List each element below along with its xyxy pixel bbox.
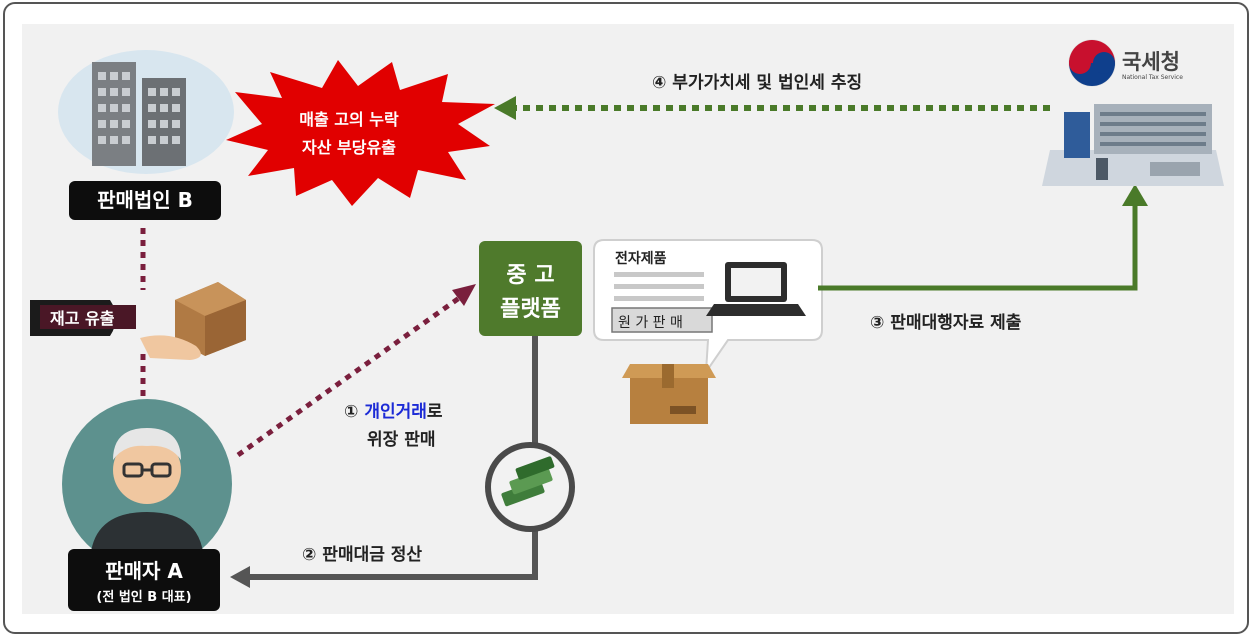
seller-a-note: (전 법인 B 대표) bbox=[96, 590, 192, 605]
step-1-line-1: ① 개인거래로 bbox=[344, 397, 443, 422]
settlement-arrow-head bbox=[230, 566, 250, 588]
seller-a-name: 판매자 A bbox=[105, 559, 183, 583]
seller-a-label: 판매자 A (전 법인 B 대표) bbox=[68, 549, 220, 611]
settlement-line bbox=[240, 335, 538, 580]
cardboard-box-icon bbox=[622, 364, 716, 424]
inventory-leak-label: 재고 유출 bbox=[50, 309, 115, 328]
dotted-arrow-seller-to-platform bbox=[236, 293, 464, 458]
step-4-label: ④ 부가가치세 및 법인세 추징 bbox=[652, 73, 863, 93]
step-1-suffix: 로 bbox=[426, 402, 443, 422]
senior-person-icon bbox=[62, 399, 232, 569]
platform-box: 중 고 플랫폼 bbox=[479, 241, 582, 336]
nts-building-icon bbox=[1042, 104, 1224, 186]
collection-arrow-head bbox=[494, 96, 516, 120]
dotted-arrow-head bbox=[452, 284, 476, 306]
step-2-label: ② 판매대금 정산 bbox=[302, 545, 423, 565]
burst-line-2: 자산 부당유출 bbox=[302, 138, 396, 157]
platform-line-2: 플랫폼 bbox=[500, 297, 561, 322]
step-1-line-2: 위장 판매 bbox=[367, 430, 436, 450]
step-1-number: ① bbox=[344, 402, 359, 422]
corp-b-label: 판매법인 B bbox=[69, 181, 221, 220]
nts-subtitle: National Tax Service bbox=[1122, 74, 1183, 81]
platform-line-1: 중 고 bbox=[506, 263, 555, 288]
step-1-highlight: 개인거래 bbox=[364, 402, 427, 422]
listing-title: 전자제품 bbox=[615, 251, 667, 267]
handing-box-icon bbox=[30, 282, 246, 360]
red-burst-shape bbox=[226, 60, 495, 206]
step-3-label: ③ 판매대행자료 제출 bbox=[870, 313, 1022, 333]
nts-logo-icon bbox=[1068, 39, 1116, 87]
cash-bundle-icon bbox=[485, 442, 575, 532]
listing-price-tag: 원 가 판 매 bbox=[618, 315, 683, 331]
nts-name: 국세청 bbox=[1122, 50, 1180, 74]
office-buildings-icon bbox=[58, 50, 234, 174]
report-arrow-line bbox=[818, 204, 1138, 291]
report-arrow-head bbox=[1122, 184, 1148, 206]
laptop-icon bbox=[706, 262, 806, 316]
burst-line-1: 매출 고의 누락 bbox=[299, 110, 399, 129]
